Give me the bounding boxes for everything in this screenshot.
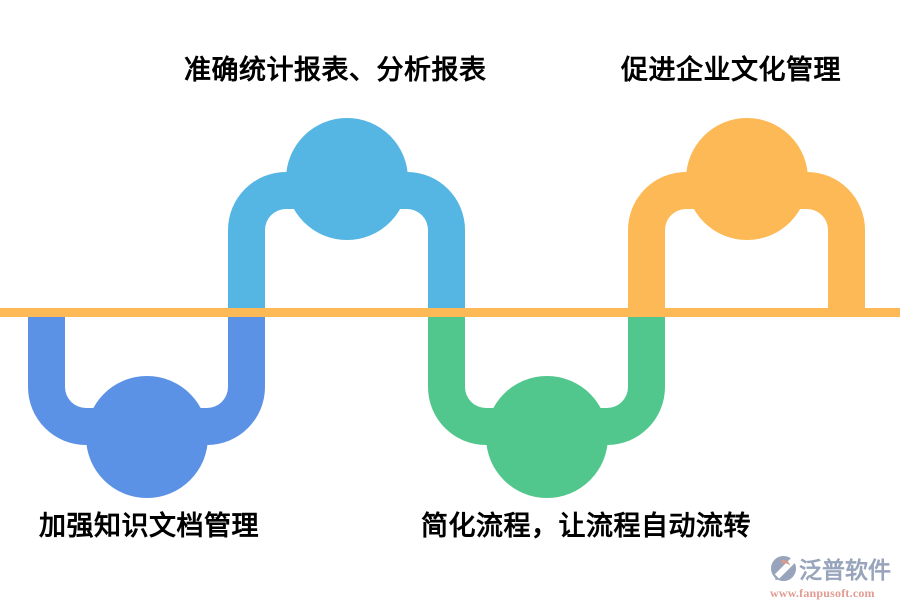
label-bottom-left: 加强知识文档管理	[39, 511, 259, 541]
baseline	[0, 308, 900, 317]
watermark-url: www.fanpusoft.com	[770, 586, 875, 600]
circle-lightblue	[286, 118, 408, 240]
circle-orange	[686, 118, 808, 240]
label-top-right: 促进企业文化管理	[621, 55, 841, 85]
circle-blue	[86, 376, 208, 498]
label-top-left: 准确统计报表、分析报表	[184, 55, 487, 85]
watermark-brand: 泛普软件	[799, 557, 891, 583]
watermark: 泛普软件 www.fanpusoft.com	[770, 551, 898, 600]
fanpu-logo-icon	[770, 555, 797, 581]
circle-green	[486, 376, 608, 498]
label-bottom-center: 简化流程，让流程自动流转	[421, 511, 751, 541]
